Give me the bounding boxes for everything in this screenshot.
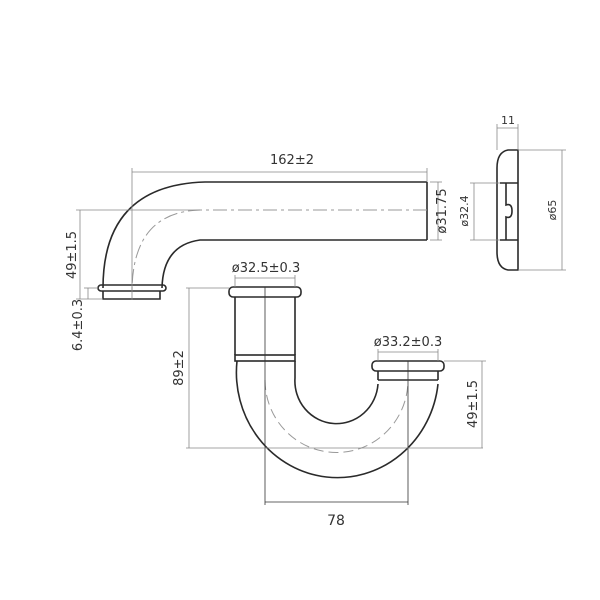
cap-outer-diameter-label: ø65 <box>546 200 559 221</box>
inlet-diameter-label: ø32.5±0.3 <box>232 261 300 276</box>
j-bend-pipe <box>228 286 445 505</box>
outlet-height-label: 49±1.5 <box>466 380 481 428</box>
end-cap <box>496 149 519 271</box>
elbow-length-label: 162±2 <box>270 153 314 168</box>
center-distance-label: 78 <box>327 513 345 529</box>
flange-thickness-label: 6.4±0.3 <box>71 299 86 351</box>
j-bend-dimensions: ø32.5±0.3 ø33.2±0.3 89±2 49±1.5 78 <box>172 261 486 529</box>
cap-inner-diameter-label: ø32.4 <box>458 195 471 226</box>
elbow-pipe <box>97 181 428 300</box>
end-cap-dimensions: 11 ø32.4 ø65 <box>458 114 566 271</box>
cap-width-label: 11 <box>501 114 515 127</box>
elbow-diameter-label: ø31.75 <box>435 188 450 233</box>
elbow-offset-label: 49±1.5 <box>65 231 80 279</box>
outlet-diameter-label: ø33.2±0.3 <box>374 335 442 350</box>
height-label: 89±2 <box>172 350 187 386</box>
elbow-dimensions: 162±2 ø31.75 49±1.5 6.4±0.3 <box>65 153 450 351</box>
